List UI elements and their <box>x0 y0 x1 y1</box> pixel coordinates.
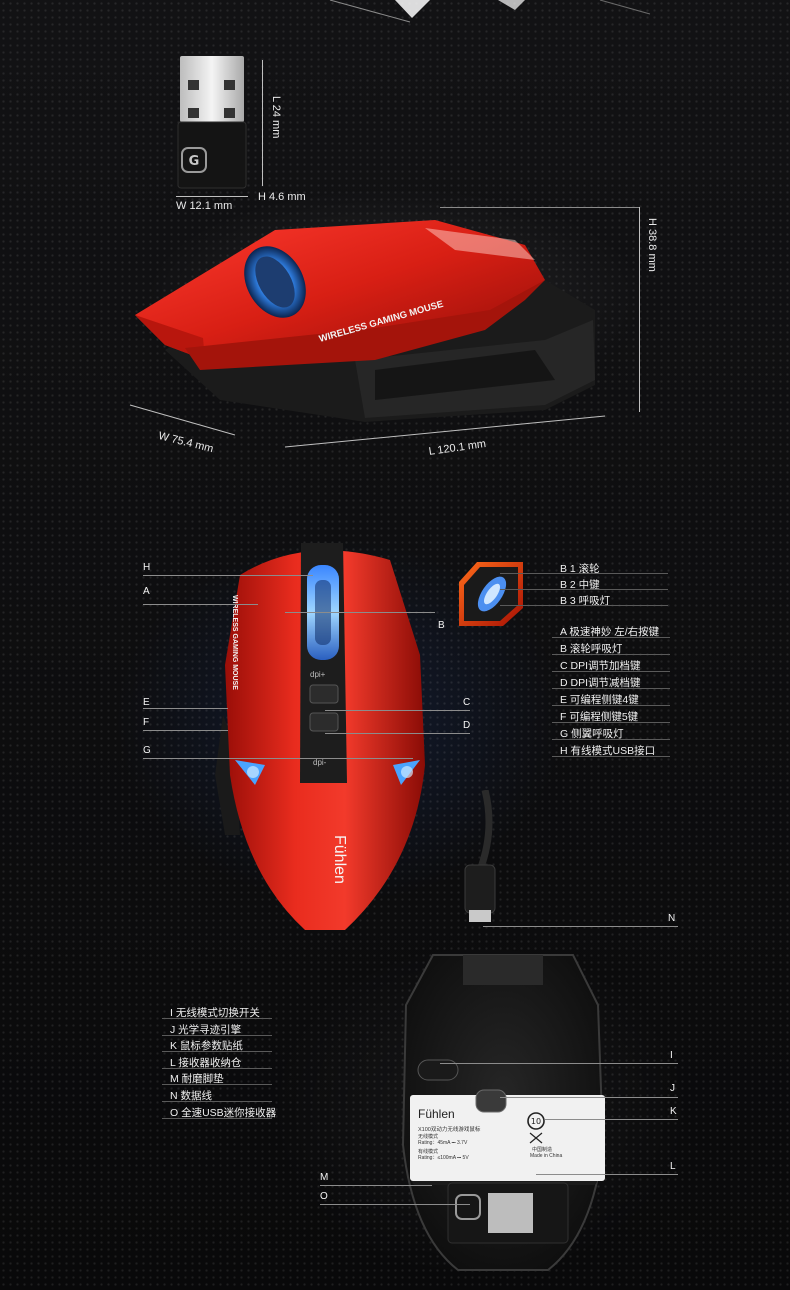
callout-l-line <box>536 1174 678 1175</box>
legend-divider <box>162 1101 272 1102</box>
callout-j-line <box>500 1097 678 1098</box>
mouse-top-view-image: dpi+ dpi- WIRELESS GAMING MOUSE Fühlen <box>215 543 425 930</box>
callout-d-line <box>325 733 470 734</box>
dongle-width-label: W 12.1 mm <box>176 200 233 212</box>
legend-divider <box>162 1051 272 1053</box>
inset-line-b1 <box>500 573 668 574</box>
legend-item: A 极速神妙 左/右按键 <box>560 626 660 638</box>
callout-c: C <box>463 697 471 708</box>
sticker-model: X100双动力无线游戏鼠标 <box>418 1127 481 1133</box>
callout-c-line <box>325 710 470 711</box>
legend-divider <box>552 637 670 638</box>
sticker-made-in-cn: 中国制造 <box>532 1147 553 1153</box>
legend-divider <box>552 722 670 723</box>
legend-item: O 全速USB迷你接收器 <box>170 1106 277 1119</box>
legend-divider <box>552 705 670 706</box>
callout-d: D <box>463 720 471 731</box>
dongle-length-label: L 24 mm <box>270 96 282 139</box>
callout-e: E <box>143 697 150 708</box>
inset-item-b2: B 2 中键 <box>560 579 600 591</box>
legend-divider <box>162 1034 272 1036</box>
legend-divider <box>552 671 670 672</box>
legend-divider <box>552 654 670 655</box>
legend-item: J 光学寻迹引擎 <box>170 1023 242 1036</box>
inset-item-b3: B 3 呼吸灯 <box>560 595 611 607</box>
callout-l: L <box>670 1161 676 1172</box>
callout-g-line <box>143 758 413 759</box>
callout-n-line <box>483 926 678 927</box>
legend-divider <box>162 1117 272 1119</box>
dongle-width-line <box>176 196 248 197</box>
legend-divider <box>162 1067 272 1069</box>
callout-m-line <box>320 1185 432 1186</box>
sticker-rating-wireless: Rating：45mA ⎓ 3.7V <box>418 1140 468 1146</box>
sticker-mode-wireless: 无线模式 <box>418 1134 439 1140</box>
usb-dongle-image: G <box>177 56 247 189</box>
legend-divider <box>162 1018 272 1019</box>
legend-item: G 侧翼呼吸灯 <box>560 728 624 740</box>
legend-item: H 有线模式USB接口 <box>560 745 656 757</box>
legend-item: E 可编程侧键4键 <box>560 694 639 706</box>
callout-i: I <box>670 1050 673 1061</box>
inset-item-b1: B 1 滚轮 <box>560 563 600 575</box>
dpi-minus-label: dpi- <box>313 758 327 767</box>
dpi-plus-label: dpi+ <box>310 670 326 679</box>
legend-divider <box>552 756 670 757</box>
callout-f-line <box>143 730 228 731</box>
mouse-height-label: H 38.8 mm <box>646 218 658 272</box>
mouse-height-line <box>639 207 640 412</box>
callout-i-line <box>440 1063 678 1064</box>
legend-item: D DPI调节减档键 <box>560 677 641 689</box>
mouse-side-view-image: WIRELESS GAMING MOUSE <box>135 220 595 422</box>
callout-h: H <box>143 562 151 573</box>
mouse-height-top-line <box>440 207 639 208</box>
mouse-top-side-text: WIRELESS GAMING MOUSE <box>231 595 238 690</box>
legend-item: M 耐磨脚垫 <box>170 1073 224 1086</box>
callout-g: G <box>143 745 151 756</box>
callout-o: O <box>320 1191 328 1202</box>
dongle-height-label: H 4.6 mm <box>258 191 306 203</box>
sticker-mode-wired: 有线模式 <box>418 1149 439 1155</box>
inset-line-b3 <box>500 605 668 606</box>
legend-item: C DPI调节加档键 <box>560 660 641 672</box>
sticker-made-in: Made in China <box>530 1153 563 1159</box>
usb-cable-image <box>464 790 496 922</box>
callout-j: J <box>670 1083 675 1094</box>
mouse-dimension-lines <box>129 404 605 448</box>
legend-item: B 滚轮呼吸灯 <box>560 643 623 655</box>
callout-h-line <box>143 575 313 576</box>
legend-divider <box>552 739 670 740</box>
callout-a: A <box>143 586 150 597</box>
legend-item: F 可编程侧键5键 <box>560 711 639 723</box>
callout-k: K <box>670 1106 677 1117</box>
dongle-length-line <box>262 60 263 186</box>
callout-o-line <box>320 1204 470 1205</box>
scroll-wheel-inset <box>459 562 523 626</box>
light-streak-decoration <box>329 0 651 23</box>
callout-b: B <box>438 620 445 631</box>
callout-b-line <box>285 612 435 613</box>
recycle-icon: 10 <box>527 1112 545 1144</box>
mouse-brand-logo: Fühlen <box>331 835 348 884</box>
svg-text:G: G <box>189 154 200 169</box>
callout-k-line <box>545 1119 678 1120</box>
sticker-recycle-number: 10 <box>531 1117 541 1126</box>
legend-divider <box>552 688 670 689</box>
callout-m: M <box>320 1172 329 1183</box>
inset-line-b2 <box>500 589 668 590</box>
callout-n: N <box>668 913 676 924</box>
legend-item: I 无线模式切换开关 <box>170 1007 260 1019</box>
legend-divider <box>162 1084 272 1086</box>
legend-item: L 接收器收纳仓 <box>170 1056 242 1069</box>
legend-item: K 鼠标参数贴纸 <box>170 1040 243 1053</box>
callout-e-line <box>143 708 228 709</box>
sticker-brand: Fühlen <box>418 1107 455 1121</box>
legend-item: N 数据线 <box>170 1090 212 1102</box>
mouse-bottom-view-image <box>401 954 605 1271</box>
callout-f: F <box>143 717 150 728</box>
sticker-rating-wired: Rating：≤100mA ⎓ 5V <box>418 1155 469 1161</box>
callout-a-line <box>143 604 258 605</box>
